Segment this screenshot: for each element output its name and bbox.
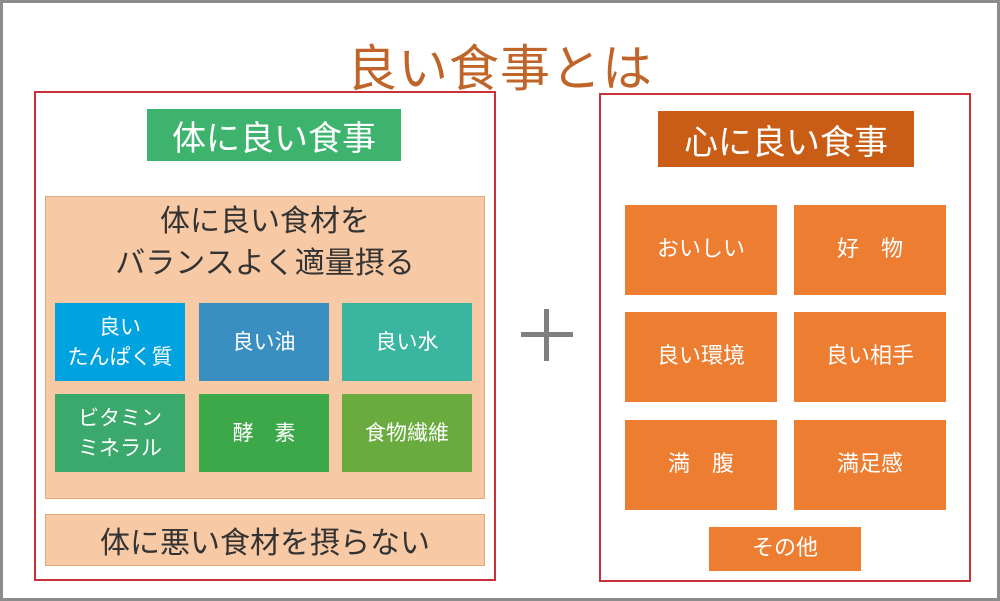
tile-delicious: おいしい xyxy=(625,205,777,295)
tile-vitamin-mineral: ビタミン ミネラル xyxy=(55,394,185,472)
tile-fiber-label: 食物繊維 xyxy=(365,421,449,445)
tile-enzyme: 酵 素 xyxy=(199,394,329,472)
plus-icon xyxy=(521,309,573,361)
page-title: 良い食事とは xyxy=(347,40,653,98)
tile-good-companion: 良い相手 xyxy=(794,312,946,402)
tile-water-label: 良い水 xyxy=(375,330,439,354)
intro-line-2: バランスよく適量摂る xyxy=(115,246,415,281)
intro-line-1: 体に良い食材を xyxy=(160,204,370,239)
tile-favorite: 好 物 xyxy=(794,205,946,295)
tile-protein: 良い たんぱく質 xyxy=(55,303,185,381)
tile-water: 良い水 xyxy=(342,303,472,381)
tile-protein-line1: 良い xyxy=(99,315,141,339)
good-ingredients-block: 体に良い食材を バランスよく適量摂る 良い たんぱく質 良い油 良い水 ビタミン… xyxy=(45,196,485,499)
tile-fiber: 食物繊維 xyxy=(342,394,472,472)
body-food-heading: 体に良い食事 xyxy=(147,109,401,161)
avoid-bad-food-block: 体に悪い食材を摂らない xyxy=(45,514,485,566)
good-ingredients-text: 体に良い食材を バランスよく適量摂る xyxy=(46,201,484,285)
mind-food-panel: 心に良い食事 おいしい 好 物 良い環境 良い相手 満 腹 満足感 その他 xyxy=(599,93,971,582)
tile-protein-line2: たんぱく質 xyxy=(67,345,173,369)
tile-vitamin-line2: ミネラル xyxy=(78,436,162,460)
mind-food-heading: 心に良い食事 xyxy=(658,111,914,167)
tile-good-environment: 良い環境 xyxy=(625,312,777,402)
tile-satisfaction: 満足感 xyxy=(794,420,946,510)
tile-oil-label: 良い油 xyxy=(232,330,296,354)
tile-vitamin-line1: ビタミン xyxy=(78,406,162,430)
tile-other: その他 xyxy=(709,527,861,571)
tile-enzyme-label: 酵 素 xyxy=(232,421,296,445)
body-food-panel: 体に良い食事 体に良い食材を バランスよく適量摂る 良い たんぱく質 良い油 良… xyxy=(34,91,496,581)
tile-full-stomach: 満 腹 xyxy=(625,420,777,510)
tile-oil: 良い油 xyxy=(199,303,329,381)
